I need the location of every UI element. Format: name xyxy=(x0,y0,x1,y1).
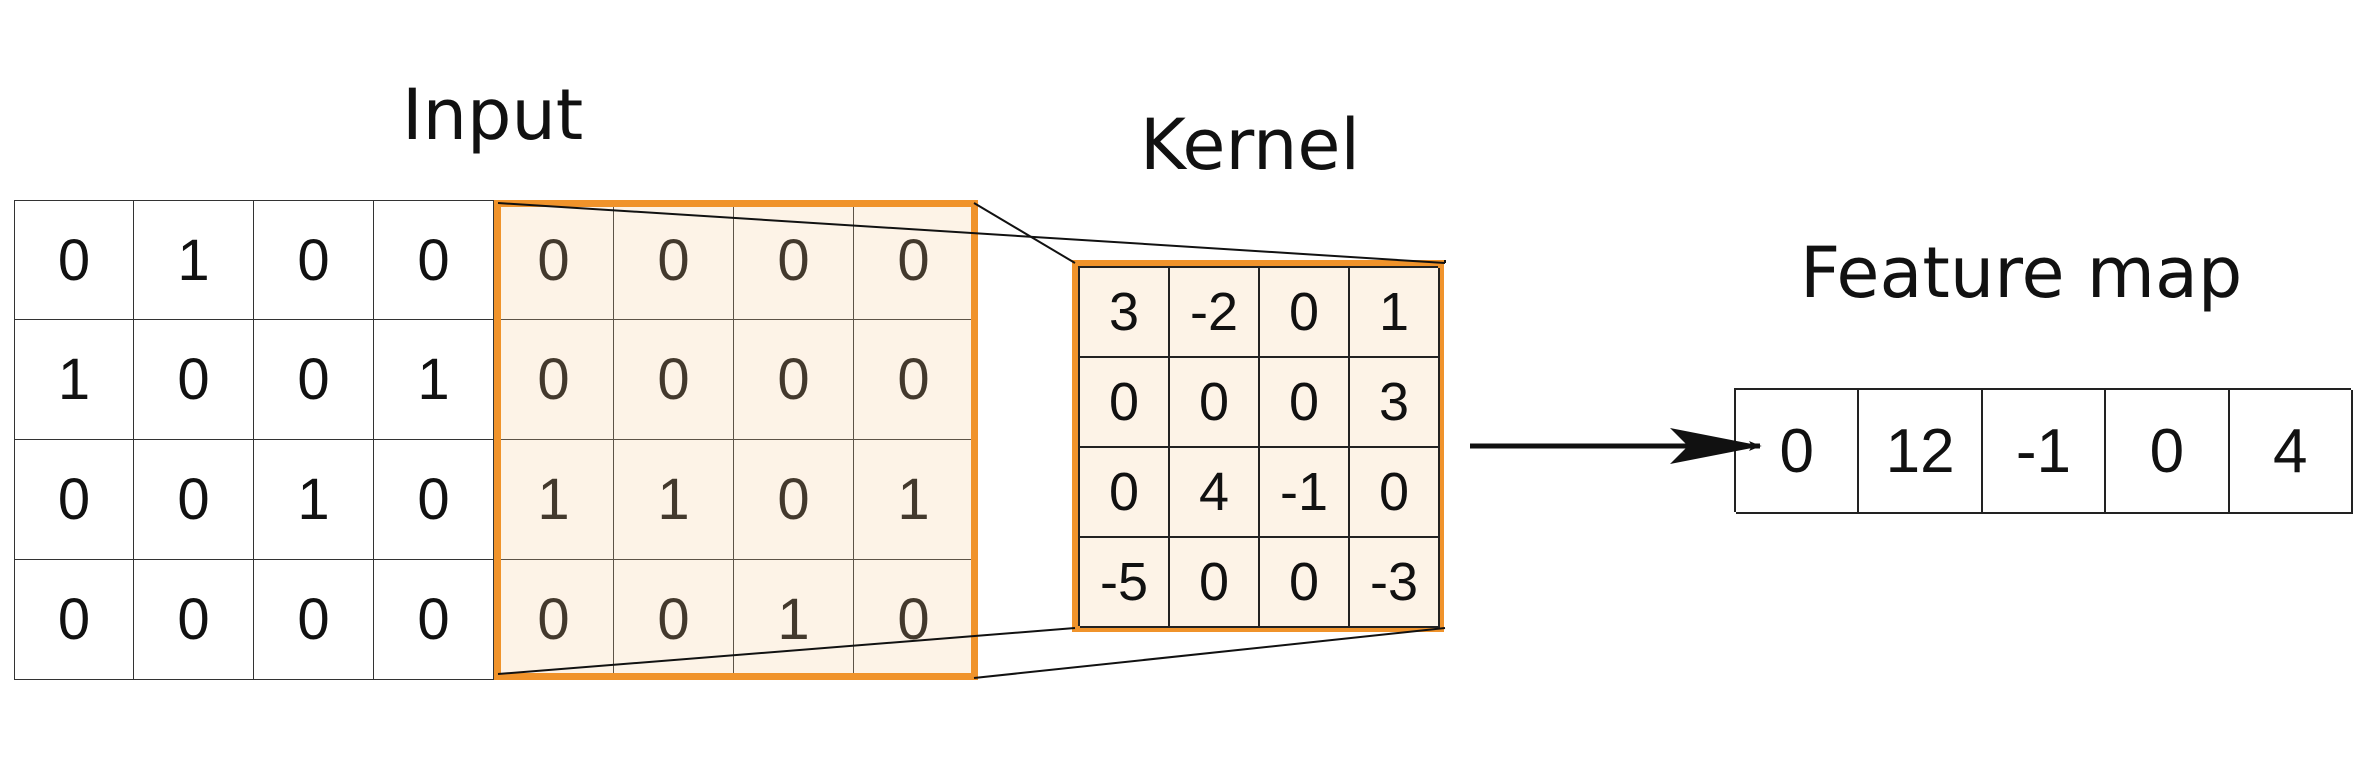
feature-map-cell: -1 xyxy=(1982,390,2107,514)
input-cell: 0 xyxy=(134,440,254,560)
kernel-cell: 0 xyxy=(1350,448,1440,538)
kernel-cell: 0 xyxy=(1170,538,1260,628)
input-cell: 0 xyxy=(134,320,254,440)
kernel-cell: 0 xyxy=(1260,358,1350,448)
input-cell: 1 xyxy=(14,320,134,440)
feature-map-title: Feature map xyxy=(1800,232,2243,314)
kernel-cell: -3 xyxy=(1350,538,1440,628)
input-cell: 1 xyxy=(254,440,374,560)
input-cell: 0 xyxy=(254,560,374,680)
kernel-cell: 0 xyxy=(1260,268,1350,358)
input-cell: 0 xyxy=(14,440,134,560)
kernel-cell: -5 xyxy=(1080,538,1170,628)
input-cell: 0 xyxy=(134,560,254,680)
kernel-cell: 3 xyxy=(1350,358,1440,448)
feature-map-cell: 0 xyxy=(2106,390,2230,514)
input-cell: 0 xyxy=(854,320,974,440)
input-cell: 0 xyxy=(254,200,374,320)
input-cell: 0 xyxy=(734,320,854,440)
input-cell: 1 xyxy=(374,320,494,440)
input-cell: 1 xyxy=(614,440,734,560)
input-cell: 0 xyxy=(614,320,734,440)
input-cell: 0 xyxy=(494,320,614,440)
feature-map-cell: 0 xyxy=(1736,390,1860,514)
kernel-cell: 4 xyxy=(1170,448,1260,538)
input-window-highlight xyxy=(494,200,978,680)
projection-line-top-b xyxy=(973,202,1076,264)
feature-map-cell: 4 xyxy=(2229,390,2353,514)
input-cell: 0 xyxy=(374,560,494,680)
input-cell: 0 xyxy=(14,200,134,320)
input-cell: 1 xyxy=(134,200,254,320)
feature-map-cell: 12 xyxy=(1859,390,1983,514)
input-cell: 0 xyxy=(374,200,494,320)
projection-line-bottom-b xyxy=(973,627,1446,679)
kernel-title: Kernel xyxy=(1140,104,1360,186)
kernel-cell: 1 xyxy=(1350,268,1440,358)
kernel-cell: 0 xyxy=(1080,358,1170,448)
kernel-cell: 0 xyxy=(1080,448,1170,538)
input-cell: 0 xyxy=(254,320,374,440)
kernel-cell: -2 xyxy=(1170,268,1260,358)
kernel-cell: 0 xyxy=(1170,358,1260,448)
input-cell: 1 xyxy=(494,440,614,560)
input-title: Input xyxy=(402,74,584,156)
input-cell: 0 xyxy=(734,440,854,560)
kernel-cell: -1 xyxy=(1260,448,1350,538)
kernel-cell: 3 xyxy=(1080,268,1170,358)
input-cell: 0 xyxy=(14,560,134,680)
kernel-cell: 0 xyxy=(1260,538,1350,628)
input-cell: 0 xyxy=(374,440,494,560)
